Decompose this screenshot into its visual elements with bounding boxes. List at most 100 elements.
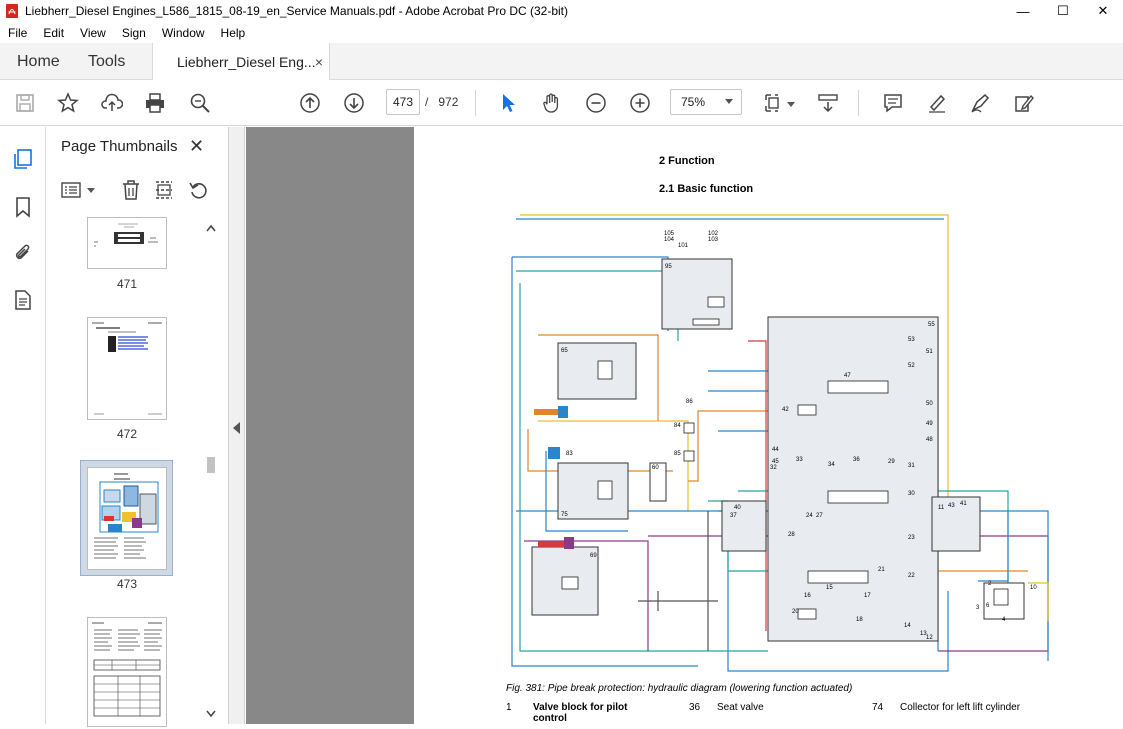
hand-tool-icon[interactable]: [540, 91, 564, 115]
panel-toolbar: [47, 175, 229, 205]
diagram-label: 65: [561, 348, 568, 354]
close-window-button[interactable]: ✕: [1097, 3, 1109, 18]
chevron-left-icon: [233, 422, 240, 434]
thumbnail-label: 471: [116, 277, 138, 291]
diagram-label: 34: [828, 462, 835, 468]
bookmarks-icon[interactable]: [12, 196, 34, 218]
diagram-label: 12: [926, 635, 933, 641]
document-properties-icon[interactable]: [12, 289, 34, 311]
tab-tools[interactable]: Tools: [88, 52, 126, 70]
diagram-label: 103: [708, 237, 719, 243]
diagram-label: 48: [926, 437, 933, 443]
tab-home[interactable]: Home: [17, 52, 60, 70]
tab-document-label: Liebherr_Diesel Eng...: [177, 54, 316, 70]
menu-edit[interactable]: Edit: [43, 25, 65, 40]
close-tab-icon[interactable]: ×: [314, 54, 323, 70]
page-thumbnail[interactable]: [87, 217, 167, 269]
toolbar-divider: [858, 90, 859, 116]
diagram-label: 40: [734, 505, 741, 511]
diagram-label: 60: [652, 465, 659, 471]
page-thumbnail-current[interactable]: [87, 467, 167, 570]
diagram-label: 85: [674, 451, 681, 457]
diagram-label: 22: [908, 573, 915, 579]
legend-text: Seat valve: [717, 702, 764, 713]
main-toolbar: 473 / 972 75%: [0, 80, 1123, 126]
diagram-label: 84: [674, 423, 681, 429]
comment-icon[interactable]: [881, 91, 905, 115]
diagram-label: 24: [806, 513, 813, 519]
title-bar: Liebherr_Diesel Engines_L586_1815_08-19_…: [0, 0, 1123, 22]
diagram-label: 101: [678, 243, 689, 249]
diagram-label: 52: [908, 363, 915, 369]
diagram-label: 2: [988, 581, 992, 587]
collapse-panel-handle[interactable]: [229, 127, 245, 724]
edit-fill-icon[interactable]: [1012, 91, 1036, 115]
menu-window[interactable]: Window: [161, 25, 205, 40]
delete-page-icon[interactable]: [120, 179, 142, 201]
menu-file[interactable]: File: [8, 25, 28, 40]
menu-sign[interactable]: Sign: [121, 25, 146, 40]
chevron-down-icon[interactable]: [787, 102, 795, 107]
thumbnail-scrollbar[interactable]: [204, 217, 218, 724]
page-thumbnails-icon[interactable]: [12, 148, 34, 170]
rotate-page-icon[interactable]: [188, 179, 210, 201]
attachments-icon[interactable]: [12, 242, 34, 264]
diagram-label: 23: [908, 535, 915, 541]
diagram-label: 11: [938, 505, 945, 511]
diagram-label: 30: [908, 491, 915, 497]
diagram-label: 3: [976, 605, 980, 611]
legend-text: Collector for left lift cylinder: [900, 702, 1021, 713]
close-panel-icon[interactable]: ✕: [189, 136, 205, 156]
menu-view[interactable]: View: [80, 25, 106, 40]
zoom-in-icon[interactable]: [628, 91, 652, 115]
thumbnail-label: 472: [116, 427, 138, 441]
diagram-label: 15: [826, 585, 833, 591]
select-cursor-icon[interactable]: [496, 91, 520, 115]
diagram-label: 29: [888, 459, 895, 465]
next-page-icon[interactable]: [342, 91, 366, 115]
diagram-label: 27: [816, 513, 823, 519]
page-total: / 972: [425, 95, 458, 109]
share-upload-icon[interactable]: [100, 91, 124, 115]
diagram-label: 44: [772, 447, 779, 453]
total-pages: 972: [438, 95, 459, 109]
minimize-button[interactable]: —: [1016, 3, 1030, 19]
zoom-level-value: 75%: [681, 95, 706, 109]
sign-pen-icon[interactable]: [968, 91, 992, 115]
scroll-mode-icon[interactable]: [816, 91, 840, 115]
diagram-label: 16: [804, 593, 811, 599]
diagram-label: 13: [920, 631, 927, 637]
zoom-out-icon[interactable]: [584, 91, 608, 115]
left-rail: [0, 127, 46, 724]
page-number-input[interactable]: 473: [386, 89, 420, 115]
document-viewer[interactable]: 2 Function 2.1 Basic function: [246, 127, 1123, 724]
print-icon[interactable]: [143, 91, 167, 115]
options-menu-icon[interactable]: [61, 180, 83, 200]
subsection-heading: 2.1 Basic function: [659, 183, 754, 195]
find-zoom-icon[interactable]: [188, 91, 212, 115]
highlight-pen-icon[interactable]: [925, 91, 949, 115]
page-thumbnail[interactable]: [87, 617, 167, 727]
menu-help[interactable]: Help: [220, 25, 246, 40]
tab-document[interactable]: Liebherr_Diesel Eng... ×: [152, 43, 330, 81]
diagram-label: 69: [590, 553, 597, 559]
previous-page-icon[interactable]: [298, 91, 322, 115]
tab-bar: Home Tools Liebherr_Diesel Eng... ×: [0, 43, 1123, 81]
zoom-level-select[interactable]: 75%: [670, 89, 742, 115]
panel-title: Page Thumbnails: [61, 138, 178, 155]
diagram-label: 50: [926, 401, 933, 407]
diagram-label: 49: [926, 421, 933, 427]
section-heading: 2 Function: [659, 155, 715, 167]
page-fit-icon[interactable]: [762, 91, 786, 115]
save-icon[interactable]: [13, 91, 37, 115]
extract-pages-icon[interactable]: [153, 179, 175, 201]
bookmark-star-icon[interactable]: [56, 91, 80, 115]
page-thumbnail[interactable]: [87, 317, 167, 420]
diagram-label: 37: [730, 513, 737, 519]
diagram-label: 28: [788, 532, 795, 538]
diagram-label: 51: [926, 349, 933, 355]
diagram-label: 43: [948, 503, 955, 509]
diagram-label: 55: [928, 322, 935, 328]
maximize-button[interactable]: ☐: [1057, 3, 1069, 18]
chevron-down-icon[interactable]: [87, 188, 95, 193]
